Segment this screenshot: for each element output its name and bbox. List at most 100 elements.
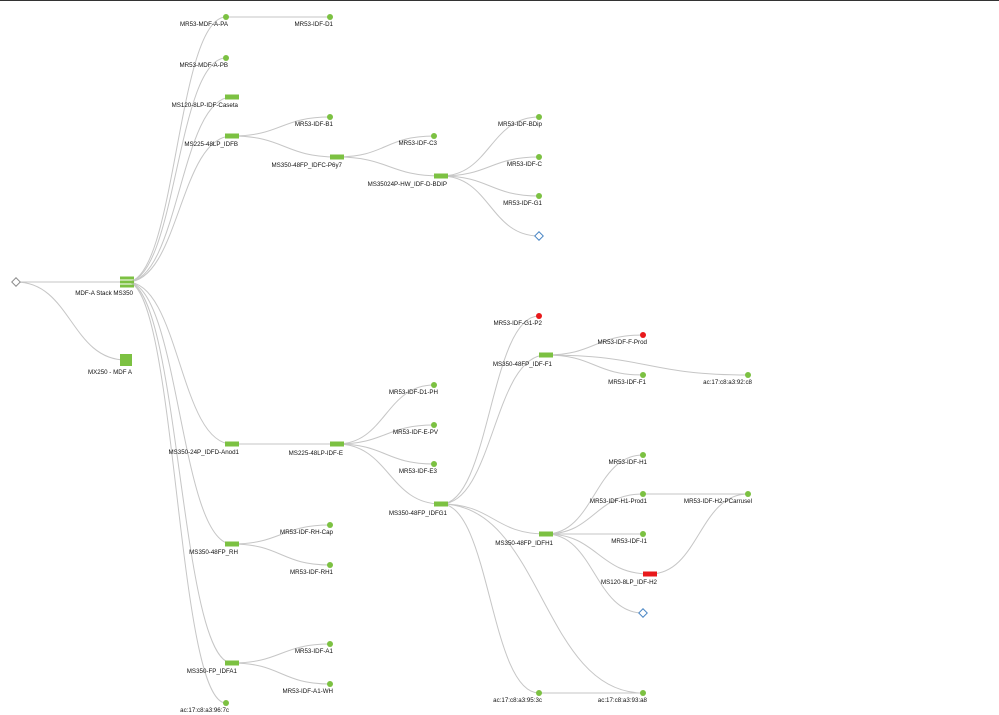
node-ms350rh[interactable]: MS350-48FP_RH (189, 541, 239, 557)
node-label: MR53-IDF-D1 (294, 21, 333, 28)
link-ms350g1-g1p2 (440, 315, 540, 505)
links-layer (15, 16, 749, 704)
node-mac93[interactable]: ac:17:c8:a3:93:a8 (598, 690, 648, 704)
node-idfa1wh[interactable]: MR53-IDF-A1-WH (282, 681, 333, 695)
node-label: MR53-MDF-A-PB (180, 62, 228, 69)
node-d1ph[interactable]: MR53-IDF-D1-PH (389, 382, 438, 396)
node-mdf[interactable]: MDF-A Stack MS350 (75, 276, 134, 298)
node-rh1[interactable]: MR53-IDF-RH1 (290, 562, 334, 576)
unknown-device-icon[interactable] (534, 231, 544, 241)
node-g1p2[interactable]: MR53-IDF-G1-P2 (494, 313, 543, 327)
node-ms350h1[interactable]: MS350-48FP_IDFH1 (495, 531, 554, 548)
node-label: MR53-IDF-F-Prod (597, 339, 647, 346)
node-idfc3[interactable]: MR53-IDF-C3 (398, 133, 438, 147)
node-label: MS35024P-HW_IDF-D-BDIP (368, 181, 447, 188)
node-ms350d[interactable]: MS35024P-HW_IDF-D-BDIP (368, 173, 448, 189)
node-h2pc[interactable]: MR53-IDF-H2-PCarrusel (684, 491, 752, 505)
node-idfg1[interactable]: MR53-IDF-G1 (503, 193, 543, 207)
stack-switch-icon (120, 280, 134, 284)
node-mx250[interactable]: MX250 - MDF A (88, 354, 133, 376)
node-e3[interactable]: MR53-IDF-E3 (399, 461, 438, 475)
node-idfbdip[interactable]: MR53-IDF-BDip (498, 114, 543, 128)
switch-icon (225, 94, 239, 100)
access-point-icon (640, 491, 646, 497)
access-point-icon (745, 372, 751, 378)
node-idfa1[interactable]: MR53-IDF-A1 (295, 641, 334, 655)
switch-icon (225, 133, 239, 139)
node-ms120caseta[interactable]: MS120-8LP-IDF-Caseta (172, 94, 239, 110)
access-point-icon (327, 14, 333, 20)
node-label: MR53-IDF-BDip (498, 121, 543, 128)
node-unk1[interactable] (534, 231, 544, 241)
link-mdf-ms350rh (126, 281, 233, 545)
node-ms350c[interactable]: MS350-48FP_IDFC-P6y7 (272, 154, 345, 170)
node-ms120h2[interactable]: MS120-8LP_IDF-H2 (601, 571, 658, 587)
node-ms350a1[interactable]: MS350-FP_IDFA1 (187, 660, 239, 676)
access-point-icon (745, 491, 751, 497)
link-ms350d-idfc (440, 156, 540, 177)
node-ms350f1[interactable]: MS350-48FP_IDF-F1 (493, 352, 553, 369)
node-h1prod[interactable]: MR53-IDF-H1-Prod1 (590, 491, 648, 505)
node-epv[interactable]: MR53-IDF-E-PV (393, 422, 439, 436)
link-mdf-ms350a1 (126, 281, 233, 664)
link-ms350d-unk1 (440, 175, 540, 237)
node-root[interactable] (11, 277, 21, 287)
node-mac96[interactable]: ac:17:c8:a3:96:7c (180, 700, 229, 714)
node-label: MR53-IDF-H2-PCarrusel (684, 498, 752, 505)
node-ms350anod[interactable]: MS350-24P_IDFD-Anod1 (168, 441, 240, 457)
node-label: MS350-48FP_IDFH1 (495, 540, 553, 547)
access-point-icon (223, 55, 229, 61)
node-label: MR53-IDF-C3 (398, 140, 437, 147)
node-mac92[interactable]: ac:17:c8:a3:92:c8 (703, 372, 753, 386)
node-ms225e[interactable]: MS225-48LP-IDF-E (289, 441, 344, 458)
node-idfb1[interactable]: MR53-IDF-B1 (295, 114, 334, 128)
switch-icon (225, 441, 239, 447)
node-mac95[interactable]: ac:17:c8:a3:95:3c (493, 690, 542, 704)
node-label: MR53-IDF-H1 (608, 459, 647, 466)
link-ms225b-ms350c (231, 135, 338, 158)
node-rhcap[interactable]: MR53-IDF-RH-Cap (280, 522, 334, 536)
access-point-icon (431, 461, 437, 467)
link-mdf-mac96 (126, 281, 227, 704)
link-ms350h1-ms120h2 (545, 533, 651, 575)
node-fprod[interactable]: MR53-IDF-F-Prod (597, 332, 648, 346)
node-label: ac:17:c8:a3:93:a8 (598, 697, 648, 704)
node-label: MS225-48LP-IDF-E (289, 450, 343, 457)
access-point-icon (640, 372, 646, 378)
node-unk2[interactable] (638, 608, 648, 618)
node-ms350g1[interactable]: MS350-48FP_IDFG1 (389, 501, 448, 518)
link-ms225e-epv (336, 424, 435, 445)
root-diamond-icon[interactable] (11, 277, 21, 287)
switch-icon (643, 571, 657, 577)
access-point-icon (536, 313, 542, 319)
node-idfd1[interactable]: MR53-IDF-D1 (294, 14, 334, 28)
node-label: MR53-MDF-A-PA (180, 21, 229, 28)
access-point-icon (223, 14, 229, 20)
node-h1[interactable]: MR53-IDF-H1 (608, 452, 648, 466)
node-label: MR53-IDF-H1-Prod1 (590, 498, 648, 505)
security-appliance-icon (120, 354, 132, 366)
switch-icon (225, 660, 239, 666)
access-point-icon (640, 452, 646, 458)
link-ms225e-ms350g1 (336, 443, 442, 505)
link-ms350f1-f1 (545, 354, 644, 376)
node-mdfpb[interactable]: MR53-MDF-A-PB (180, 55, 229, 69)
link-mdf-ms350anod (126, 281, 233, 445)
link-ms350h1-unk2 (545, 533, 644, 614)
link-ms350d-idfbdip (440, 116, 540, 177)
access-point-icon (431, 133, 437, 139)
link-ms350rh-rh1 (231, 543, 331, 566)
access-point-icon (431, 382, 437, 388)
node-i1[interactable]: MR53-IDF-I1 (611, 531, 648, 545)
node-label: MR53-IDF-F1 (608, 379, 646, 386)
node-label: MS225-48LP_IDFB (184, 141, 238, 148)
node-label: MS350-48FP_IDFG1 (389, 510, 448, 517)
node-idfc[interactable]: MR53-IDF-C (507, 154, 543, 168)
node-mdfpa[interactable]: MR53-MDF-A-PA (180, 14, 229, 28)
unknown-device-icon[interactable] (638, 608, 648, 618)
access-point-icon (640, 332, 646, 338)
node-f1[interactable]: MR53-IDF-F1 (608, 372, 647, 386)
access-point-icon (640, 531, 646, 537)
node-ms225b[interactable]: MS225-48LP_IDFB (184, 133, 239, 149)
node-label: MR53-IDF-E-PV (393, 429, 439, 436)
